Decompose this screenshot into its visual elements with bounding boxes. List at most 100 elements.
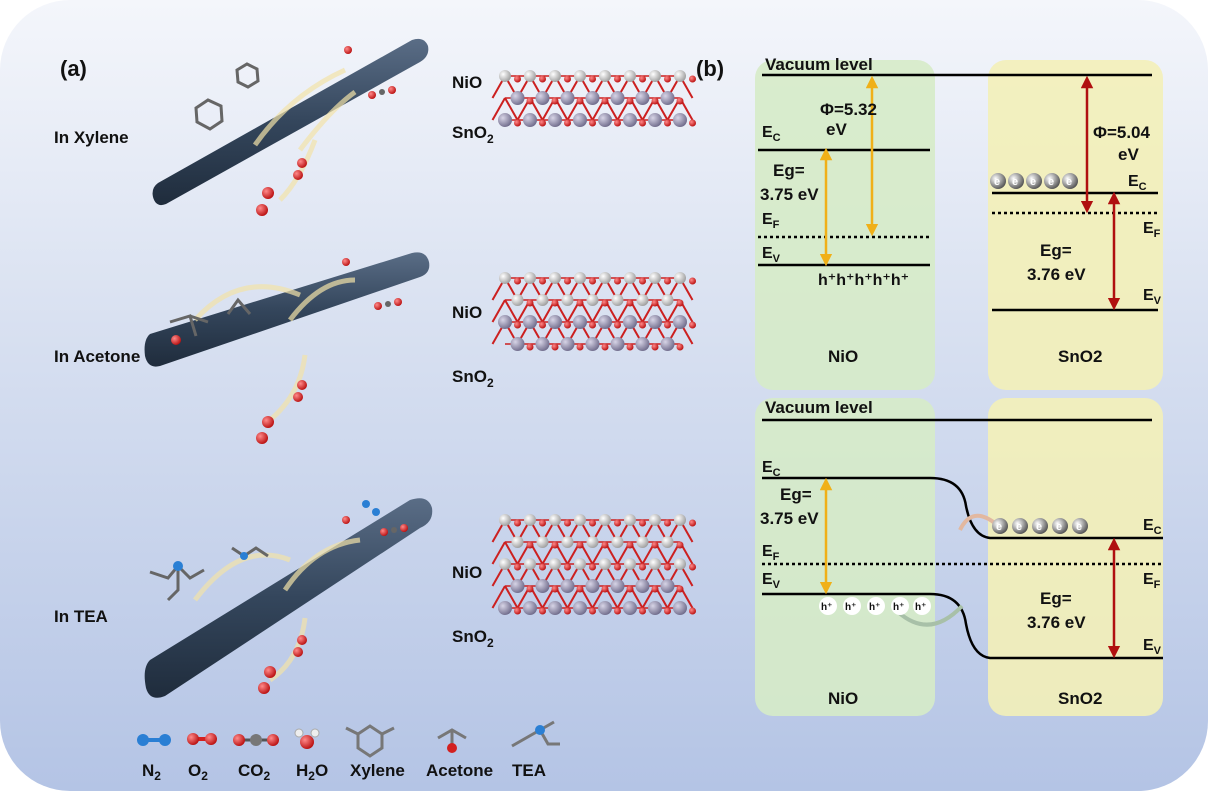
sn-atom — [560, 337, 575, 351]
sn-atom — [548, 315, 562, 329]
nio-sno2-lattice — [491, 272, 696, 351]
ni-atom — [536, 294, 549, 306]
nio-region — [755, 398, 935, 716]
ni-atom — [524, 558, 536, 570]
sn-atom — [535, 337, 550, 351]
sno2-work-function-unit: eV — [1118, 145, 1139, 164]
ni-atom — [524, 514, 536, 526]
o-atom — [689, 519, 696, 527]
o-atom — [564, 607, 571, 615]
o-atom — [564, 277, 571, 285]
sn-atom — [560, 579, 575, 593]
o-atom — [514, 277, 521, 285]
sno2-work-function-label: Φ=5.04 — [1093, 123, 1151, 142]
o-atom — [639, 75, 646, 83]
o-atom — [664, 119, 671, 127]
nio-ec-label: EC — [762, 124, 781, 144]
o-atom — [526, 585, 534, 593]
o-atom — [514, 607, 521, 615]
sn-atom — [635, 337, 650, 351]
ni-atom — [624, 272, 636, 284]
flow-arrow — [282, 537, 361, 592]
electron-row: e e e e e — [990, 173, 1078, 189]
o-atom — [601, 299, 609, 307]
panel-b-label: (b) — [696, 56, 724, 81]
nio-sno2-lattice — [491, 514, 696, 615]
o-atom — [526, 97, 534, 105]
sno2-bandgap-label: Eg= — [1040, 241, 1072, 260]
electron-transfer-arrow — [958, 513, 998, 531]
sn-atom — [660, 91, 675, 105]
nio-layer-label: NiO — [452, 563, 482, 582]
o-atom — [589, 75, 596, 83]
o-atom — [614, 607, 621, 615]
ni-atom — [599, 514, 611, 526]
o-atom — [614, 75, 621, 83]
sn-atom — [623, 601, 637, 615]
o-atom — [576, 97, 584, 105]
sn-atom — [598, 113, 612, 127]
o-atom — [639, 277, 646, 285]
ni-atom — [661, 536, 674, 548]
sn-atom — [635, 579, 650, 593]
o-atom — [576, 343, 584, 351]
holes-label: h⁺h⁺h⁺h⁺h⁺ — [818, 272, 909, 289]
ni-atom — [649, 514, 661, 526]
nio-layer-label: NiO — [452, 73, 482, 92]
acetone-molecule — [169, 297, 252, 337]
ni-atom — [599, 558, 611, 570]
svg-text:e: e — [1016, 521, 1022, 533]
nitrogen-atom — [240, 552, 248, 560]
ni-atom — [499, 70, 511, 82]
ni-atom — [511, 294, 524, 306]
o-atom — [564, 563, 571, 571]
o-atom — [589, 321, 596, 329]
hole-row: h⁺ h⁺ h⁺ h⁺ h⁺ — [819, 597, 931, 615]
svg-text:e: e — [1056, 521, 1062, 533]
sn-atom — [498, 601, 512, 615]
o-atom — [651, 343, 659, 351]
sn-atom — [673, 315, 687, 329]
o-atom — [664, 607, 671, 615]
ni-atom — [524, 272, 536, 284]
o-atom — [526, 299, 534, 307]
nio-bandgap-value: 3.75 eV — [760, 185, 819, 204]
o-atom — [551, 585, 559, 593]
o-atom — [564, 519, 571, 527]
ni-atom — [561, 536, 574, 548]
o-atom — [689, 563, 696, 571]
o-atom — [676, 343, 684, 351]
svg-text:h⁺: h⁺ — [869, 602, 880, 613]
nio-ec-label: EC — [762, 459, 781, 479]
o-atom — [514, 519, 521, 527]
product-molecules — [344, 46, 396, 99]
o-atom — [601, 343, 609, 351]
ni-atom — [649, 70, 661, 82]
sn-atom — [548, 113, 562, 127]
nio-work-function-label: Φ=5.32 — [820, 100, 877, 119]
valence-band-line — [762, 592, 1163, 660]
o-atom — [564, 75, 571, 83]
o-atom — [689, 75, 696, 83]
sn-atom — [648, 113, 662, 127]
sn-atom — [610, 579, 625, 593]
conduction-band-line — [762, 476, 1163, 540]
ni-atom — [636, 536, 649, 548]
sno2-layer-label: SnO2 — [452, 627, 494, 650]
o-atom — [539, 563, 546, 571]
sno2-bandgap-label: Eg= — [1040, 589, 1072, 608]
sno2-bandgap-value: 3.76 eV — [1027, 265, 1086, 284]
o-atom — [689, 119, 696, 127]
legend-icon-h2o — [294, 728, 320, 749]
sno2-bandgap-value: 3.76 eV — [1027, 613, 1086, 632]
sn-atom — [610, 91, 625, 105]
o-atom — [539, 119, 546, 127]
o-atom — [639, 563, 646, 571]
o-atom — [576, 541, 584, 549]
ni-atom — [624, 70, 636, 82]
ni-atom — [674, 272, 686, 284]
ni-atom — [599, 272, 611, 284]
legend-label-h2o: H2O — [296, 761, 328, 783]
o-atom — [651, 97, 659, 105]
